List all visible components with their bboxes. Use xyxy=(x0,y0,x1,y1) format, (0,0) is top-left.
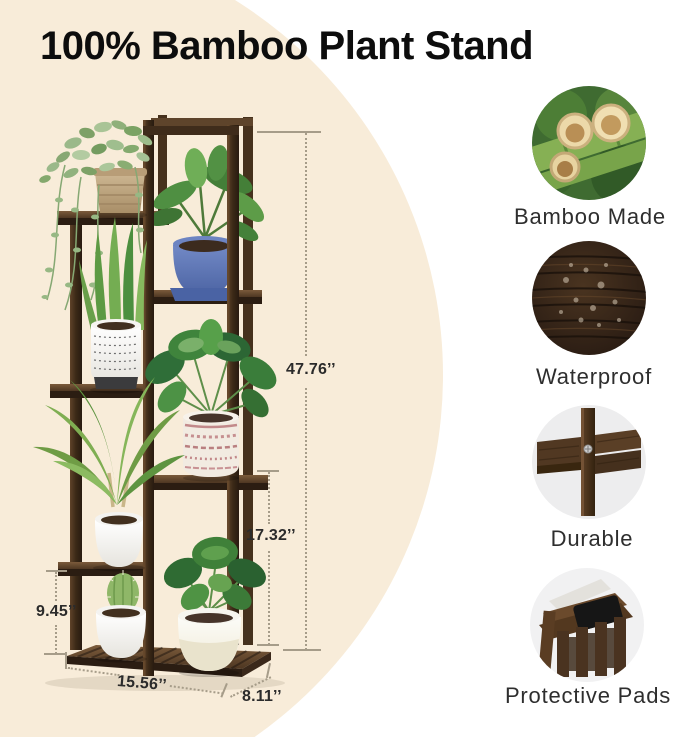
plant-palm-white-pot xyxy=(33,377,185,572)
dimension-tick xyxy=(257,470,279,472)
plant-snake-white-pot xyxy=(79,217,147,394)
dimension-upper-section-label: 17.32’’ xyxy=(246,527,296,544)
dimension-tick xyxy=(65,652,67,669)
stand-top-rail xyxy=(143,126,239,135)
stand-shelf-low-left xyxy=(58,562,154,576)
dimension-tick xyxy=(283,649,321,651)
plant-stand-illustration xyxy=(33,115,285,691)
dimension-base-depth-label: 8.11’’ xyxy=(242,688,282,705)
stand-right-front-post xyxy=(227,125,239,645)
dimension-line-segment xyxy=(305,388,307,650)
stand-post-highlight xyxy=(227,125,230,645)
feature-label-bamboo-made: Bamboo Made xyxy=(514,204,666,229)
sturdy-joint-icon xyxy=(532,405,646,519)
dimension-tick xyxy=(44,653,66,655)
plant-cactus-white-pot xyxy=(95,570,147,663)
dimension-line-segment xyxy=(268,472,270,524)
foot-pad-icon xyxy=(530,568,644,682)
stand-left-post xyxy=(70,217,82,650)
dimension-line-segment xyxy=(55,572,57,601)
dimension-tick xyxy=(257,644,279,646)
plant-blue-pot xyxy=(147,145,265,301)
dimension-line-segment xyxy=(268,551,270,645)
plant-philodendron-cream-pot xyxy=(163,536,266,677)
stand-post-highlight-2 xyxy=(143,120,146,676)
dimension-tick xyxy=(257,131,321,133)
stand-center-post xyxy=(143,120,154,676)
feature-label-protective-pads: Protective Pads xyxy=(504,683,672,708)
dimension-line-segment xyxy=(305,133,307,356)
bamboo-canes-icon xyxy=(532,86,646,200)
stand-shelf-top-left xyxy=(57,211,169,225)
plant-calathea-pink-pot xyxy=(145,319,277,482)
feature-label-durable: Durable xyxy=(550,526,634,551)
dimension-lower-section-label: 9.45’’ xyxy=(36,603,77,620)
dimension-overall-height-label: 47.76’’ xyxy=(286,361,336,378)
wet-wood-icon xyxy=(532,241,646,355)
page-title: 100% Bamboo Plant Stand xyxy=(40,24,534,68)
plant-hanging-basket xyxy=(39,120,153,311)
dimension-line-segment xyxy=(55,625,57,654)
feature-label-waterproof: Waterproof xyxy=(535,364,652,389)
stand-shelf-tower-lower xyxy=(146,475,268,490)
dimension-tick xyxy=(46,570,67,572)
